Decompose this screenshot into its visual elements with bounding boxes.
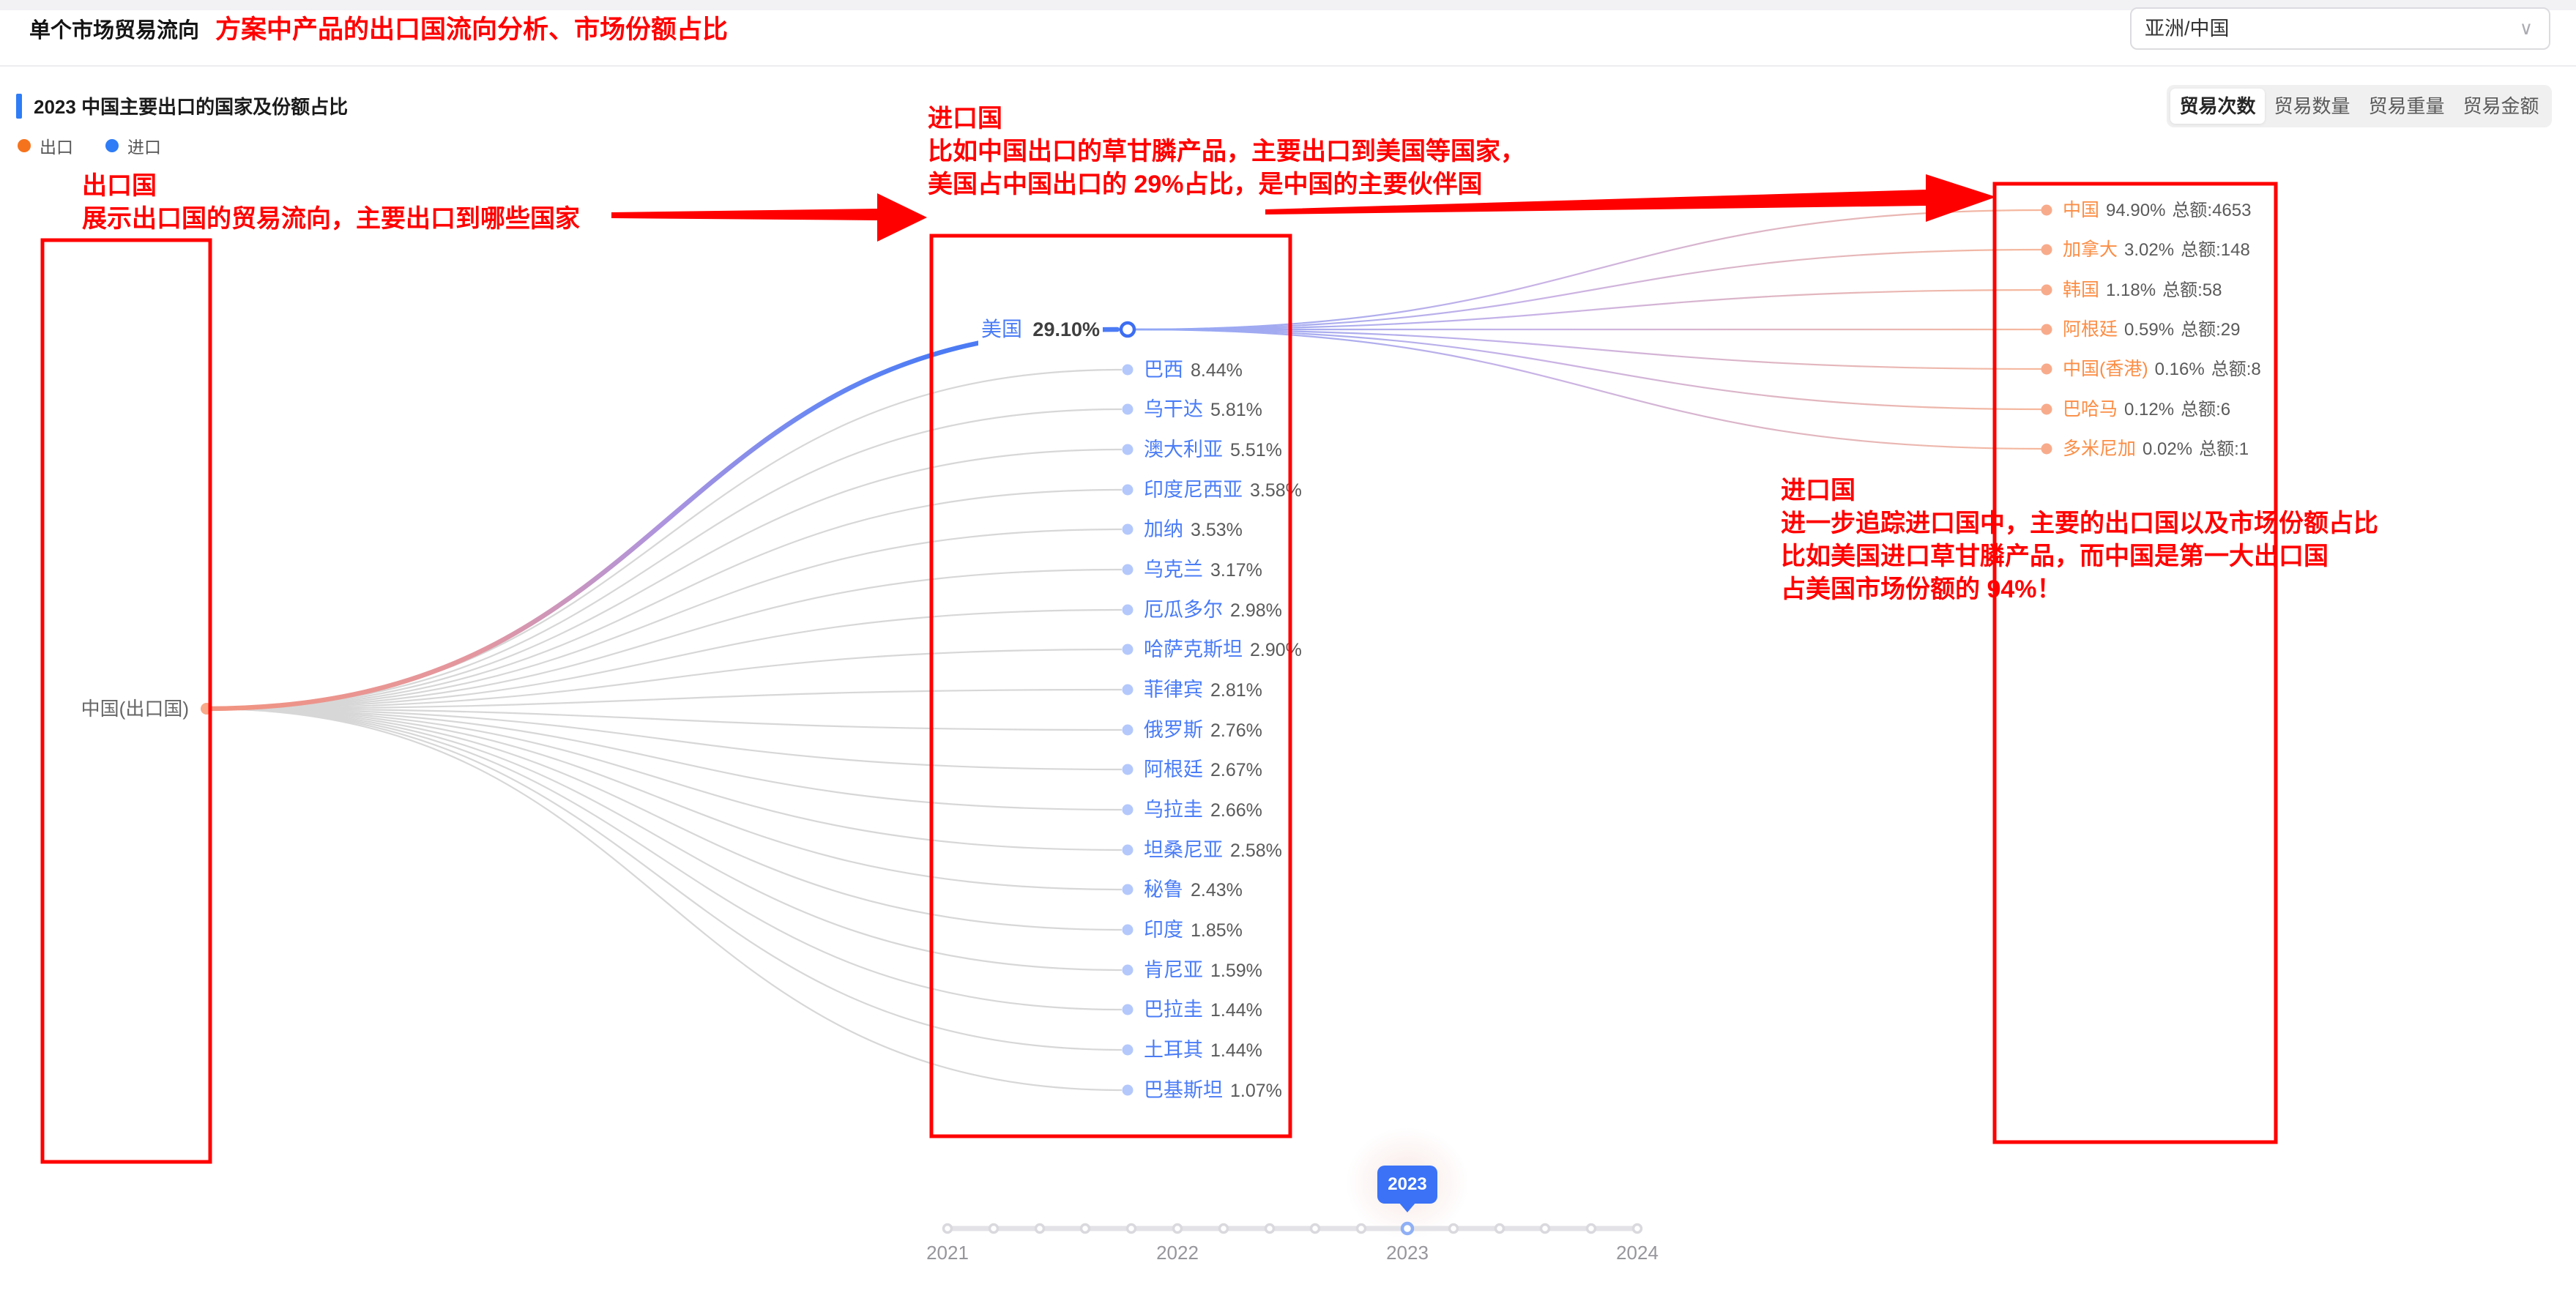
exporter-node-label[interactable]: 中国(出口国): [81, 698, 189, 720]
legend-export-label: 出口: [40, 138, 73, 157]
page-title: 单个市场贸易流向: [29, 19, 200, 42]
tab-trade-count[interactable]: 贸易次数: [2170, 89, 2265, 124]
tab-trade-quantity[interactable]: 贸易数量: [2274, 95, 2350, 117]
export-flow-lines: [206, 368, 1123, 1092]
timeline-dot[interactable]: [1125, 1223, 1137, 1234]
timeline-dot[interactable]: [1264, 1223, 1276, 1234]
import-dot-icon: [105, 139, 119, 152]
importer-row-selected[interactable]: 美国 29.10%: [978, 313, 1103, 346]
window-top-strip: [0, 0, 2576, 10]
section-accent-bar: [16, 94, 22, 119]
timeline-dot[interactable]: [1448, 1223, 1459, 1234]
timeline-dot[interactable]: [1585, 1223, 1597, 1234]
annotation-importer-note: 进口国 比如中国出口的草甘膦产品，主要出口到美国等国家， 美国占中国出口的 29…: [928, 105, 1525, 198]
timeline-dot[interactable]: [1034, 1223, 1046, 1234]
region-select-value: 亚洲/中国: [2145, 18, 2230, 40]
selected-importer-ring[interactable]: [1119, 321, 1136, 338]
timeline-year-label[interactable]: 2022: [1156, 1242, 1199, 1264]
chart-title: 2023 中国主要出口的国家及份额占比: [34, 96, 349, 118]
annotation-supplier-note: 进口国 进一步追踪进口国中，主要的出口国以及市场份额占比 比如美国进口草甘膦产品…: [1781, 477, 2378, 603]
export-dot-icon: [18, 139, 31, 152]
exporter-node-dot[interactable]: [201, 703, 212, 715]
timeline-year-label[interactable]: 2023: [1386, 1242, 1429, 1264]
timeline-dot[interactable]: [1172, 1223, 1183, 1234]
metric-tabs: 贸易次数 贸易数量 贸易重量 贸易金额: [2167, 85, 2552, 127]
chevron-down-icon: ∨: [2519, 18, 2533, 39]
timeline: [942, 1221, 1643, 1236]
supplier-node-dots: [2041, 204, 2052, 455]
timeline-dot[interactable]: [1355, 1223, 1367, 1234]
timeline-dots: [942, 1221, 1643, 1236]
header-divider: [0, 65, 2576, 67]
annotation-header-note: 方案中产品的出口国流向分析、市场份额占比: [215, 15, 729, 44]
annotation-exporter-note: 出口国 展示出口国的贸易流向，主要出口到哪些国家: [82, 172, 580, 233]
timeline-year-label[interactable]: 2021: [926, 1242, 969, 1264]
timeline-dot[interactable]: [988, 1223, 999, 1234]
timeline-year-label[interactable]: 2024: [1616, 1242, 1659, 1264]
timeline-dot[interactable]: [1494, 1223, 1505, 1234]
timeline-dot[interactable]: [942, 1223, 953, 1234]
timeline-dot[interactable]: [1539, 1223, 1551, 1234]
tab-trade-weight[interactable]: 贸易重量: [2368, 95, 2445, 117]
legend-import-label: 进口: [127, 138, 161, 157]
legend-item-import[interactable]: 进口: [105, 133, 161, 158]
region-select[interactable]: 亚洲/中国 ∨: [2130, 7, 2550, 50]
supplier-row[interactable]: 中国(香港)0.16%总额:8: [2063, 359, 2261, 379]
importer-node-dots: [1122, 364, 1133, 1096]
timeline-dot[interactable]: [1309, 1223, 1321, 1234]
import-fan-lines: [1133, 209, 2042, 450]
legend-item-export[interactable]: 出口: [18, 133, 73, 158]
timeline-dot[interactable]: [1218, 1223, 1229, 1234]
timeline-dot[interactable]: [1079, 1223, 1091, 1234]
tab-trade-amount[interactable]: 贸易金额: [2463, 95, 2539, 117]
timeline-dot[interactable]: [1631, 1223, 1643, 1234]
chart-legend: 出口 进口: [18, 133, 161, 158]
timeline-tooltip[interactable]: 2023: [1377, 1166, 1437, 1212]
timeline-dot-selected[interactable]: [1400, 1221, 1415, 1236]
